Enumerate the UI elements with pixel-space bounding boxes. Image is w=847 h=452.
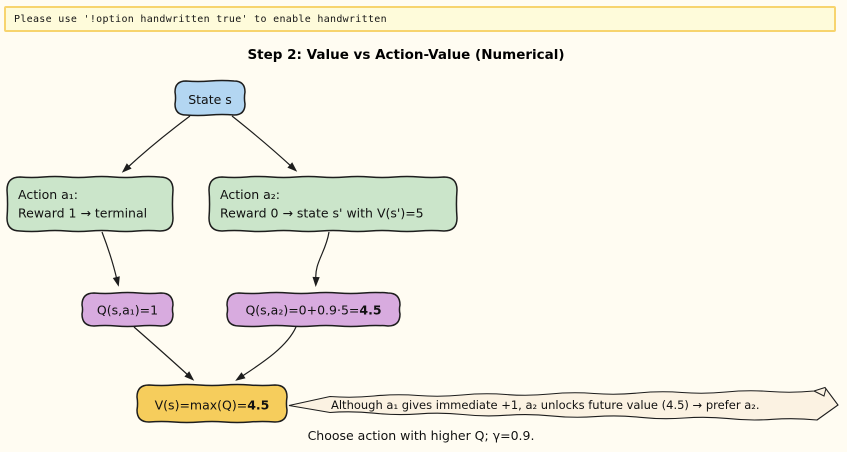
q1-node-label: Q(s,a₁)=1 — [97, 303, 158, 318]
option-banner: Please use '!option handwritten true' to… — [4, 6, 836, 32]
edge-action1-q1-arrowhead — [112, 276, 120, 287]
edge-state-action2-arrowhead — [287, 162, 298, 172]
edge-action1-q1 — [101, 231, 118, 281]
edge-state-action2 — [231, 115, 293, 168]
edge-q2-value — [240, 326, 297, 378]
edge-action2-q2-arrowhead — [312, 276, 320, 287]
q1-node — [81, 291, 174, 328]
diagram-title: Step 2: Value vs Action-Value (Numerical… — [247, 47, 565, 63]
edge-state-action1 — [126, 115, 191, 169]
q2-node — [226, 291, 401, 328]
action1-node-line1: Action a₁: — [18, 187, 78, 202]
edge-action2-q2 — [315, 231, 330, 281]
action1-node-line2: Reward 1 → terminal — [18, 206, 147, 221]
action2-node-line2: Reward 0 → state s' with V(s')=5 — [220, 206, 424, 221]
state-node-label: State s — [188, 92, 232, 107]
action2-node-line1: Action a₂: — [220, 187, 280, 202]
option-banner-text: Please use '!option handwritten true' to… — [14, 13, 387, 25]
action1-node — [6, 175, 174, 233]
q2-node-label: Q(s,a₂)=0+0.9·5=4.5 — [245, 303, 381, 318]
value-node — [136, 383, 288, 424]
note-callout — [288, 386, 839, 421]
edge-q1-value-arrowhead — [184, 371, 195, 381]
action2-node — [208, 175, 458, 233]
edge-q2-value-arrowhead — [235, 372, 246, 381]
edge-state-action1-arrowhead — [121, 163, 132, 173]
note-callout-label: Although a₁ gives immediate +1, a₂ unloc… — [331, 398, 760, 412]
state-node — [174, 79, 246, 117]
edge-q1-value — [133, 326, 190, 377]
diagram-caption: Choose action with higher Q; γ=0.9. — [307, 428, 535, 443]
value-node-label: V(s)=max(Q)=4.5 — [155, 398, 270, 413]
note-fold-crease — [813, 388, 827, 397]
